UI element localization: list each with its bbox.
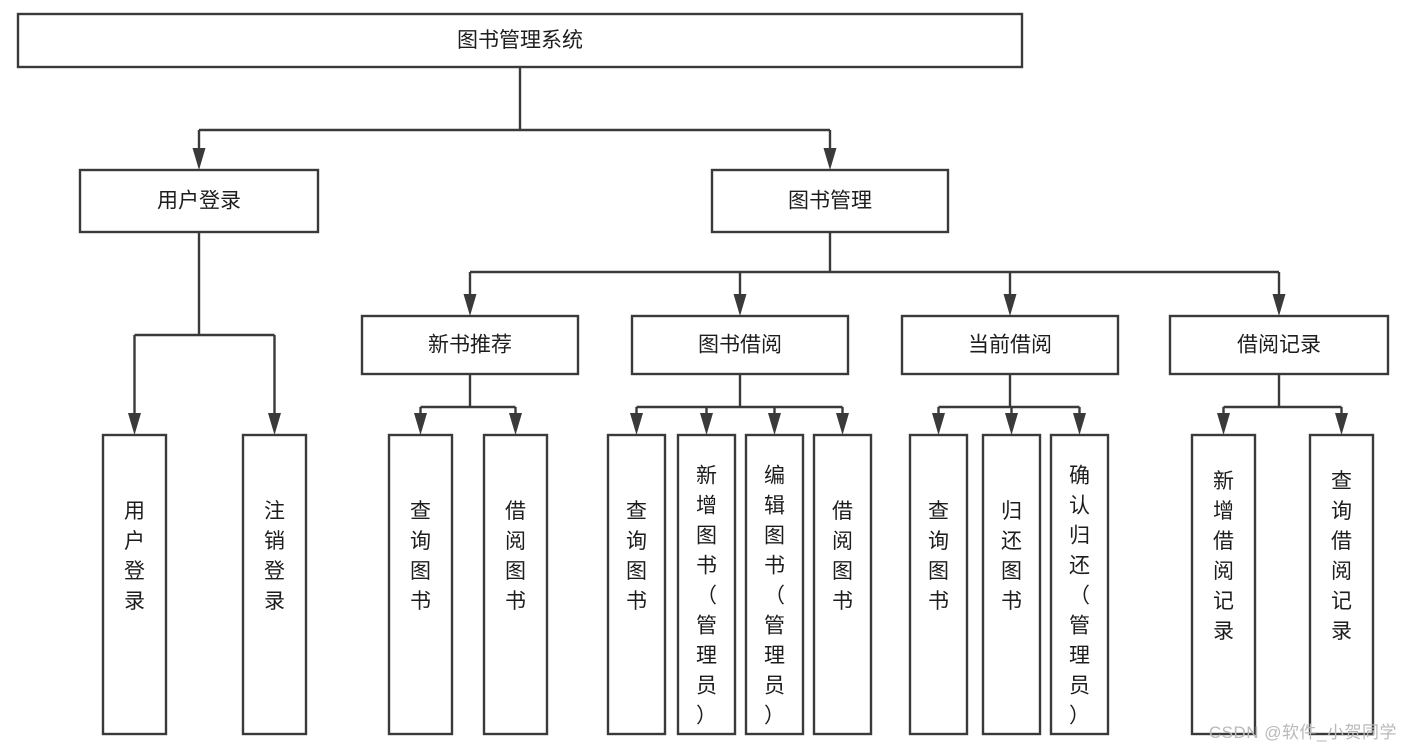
node-label: 查询图书: [928, 500, 949, 613]
node-book-manage[interactable]: 图书管理: [710, 168, 950, 234]
node-leaf-borrow-book[interactable]: 借阅图书: [812, 433, 873, 736]
node-label: 新书推荐: [428, 334, 512, 357]
connector-group-root: [192, 67, 837, 170]
node-label: 借阅图书: [505, 500, 526, 613]
connector-group-borrow-record: [1217, 374, 1348, 435]
node-leaf-user-login[interactable]: 用户登录: [101, 433, 168, 736]
node-leaf-query-borrow-record[interactable]: 查询借阅记录: [1308, 433, 1375, 736]
node-user-login[interactable]: 用户登录: [78, 168, 320, 234]
node-new-book-recommend[interactable]: 新书推荐: [360, 314, 580, 376]
node-leaf-add-book-admin[interactable]: 新增图书（管理员）: [676, 433, 737, 736]
connector-group-user-login: [128, 232, 281, 435]
node-leaf-edit-book-admin[interactable]: 编辑图书（管理员）: [744, 433, 805, 736]
node-leaf-query-book-rec[interactable]: 查询图书: [387, 433, 454, 736]
connector-group-book-borrow: [630, 374, 849, 435]
connector-layer: [128, 67, 1348, 435]
node-label: 归还图书: [1001, 500, 1022, 613]
node-label: 图书管理系统: [457, 29, 583, 52]
node-leaf-add-borrow-record[interactable]: 新增借阅记录: [1190, 433, 1257, 736]
connector-group-current-borrow: [932, 374, 1086, 435]
node-label: 新增图书（管理员）: [696, 465, 717, 728]
node-leaf-query-book-current[interactable]: 查询图书: [908, 433, 969, 736]
node-label: 确认归还（管理员）: [1069, 465, 1090, 728]
node-label: 编辑图书（管理员）: [764, 465, 785, 728]
node-label: 查询图书: [626, 500, 647, 613]
node-leaf-return-book[interactable]: 归还图书: [981, 433, 1042, 736]
node-book-borrow[interactable]: 图书借阅: [630, 314, 850, 376]
connector-group-new-book-recommend: [414, 374, 522, 435]
node-label: 查询借阅记录: [1331, 470, 1352, 643]
node-root[interactable]: 图书管理系统: [16, 12, 1024, 69]
node-current-borrow[interactable]: 当前借阅: [900, 314, 1120, 376]
node-label: 注销登录: [264, 500, 285, 613]
node-label: 图书借阅: [698, 334, 782, 357]
node-label: 借阅图书: [832, 500, 853, 613]
node-leaf-query-book-borrow[interactable]: 查询图书: [606, 433, 667, 736]
node-leaf-confirm-return-admin[interactable]: 确认归还（管理员）: [1049, 433, 1110, 736]
node-leaf-user-logout[interactable]: 注销登录: [241, 433, 308, 736]
node-label: 用户登录: [157, 190, 241, 213]
watermark-text: CSDN @软件_小贺同学: [1208, 723, 1397, 742]
node-leaf-borrow-book-rec[interactable]: 借阅图书: [482, 433, 549, 736]
node-layer: 图书管理系统用户登录图书管理新书推荐图书借阅当前借阅借阅记录用户登录注销登录查询…: [16, 12, 1390, 736]
node-label: 查询图书: [410, 500, 431, 613]
node-label: 新增借阅记录: [1213, 470, 1234, 643]
node-borrow-record[interactable]: 借阅记录: [1168, 314, 1390, 376]
connector-group-book-manage: [463, 232, 1286, 316]
node-label: 图书管理: [788, 190, 872, 213]
node-label: 借阅记录: [1237, 334, 1321, 357]
node-label: 当前借阅: [968, 334, 1052, 357]
node-label: 用户登录: [124, 500, 145, 613]
